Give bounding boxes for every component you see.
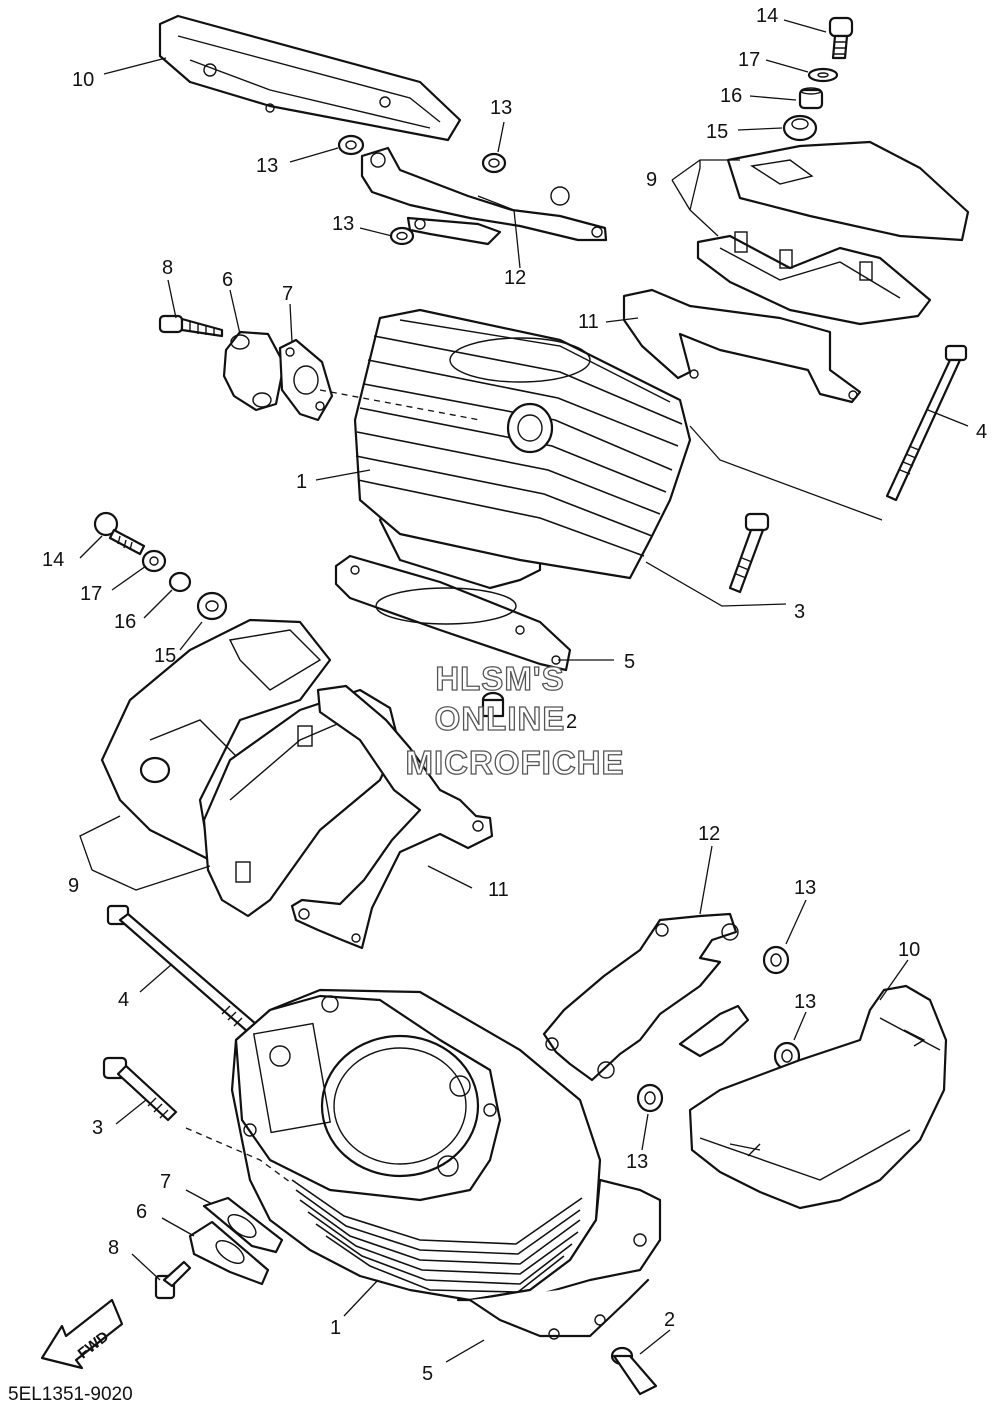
cylinder-1-lower xyxy=(230,988,602,1302)
callout-4: 4 xyxy=(976,421,987,443)
collar-16-top xyxy=(798,87,824,110)
callout-14: 14 xyxy=(756,5,778,27)
watermark-line-2: ONLINE xyxy=(435,700,566,737)
callout-8: 8 xyxy=(108,1237,119,1259)
diagram-code: 5EL1351-9020 xyxy=(8,1384,133,1405)
callout-1: 1 xyxy=(296,471,307,493)
callout-13: 13 xyxy=(794,991,816,1013)
damper-15-lower xyxy=(196,591,228,621)
stud-4-lower xyxy=(106,904,258,1034)
callout-5: 5 xyxy=(624,651,635,673)
callout-10: 10 xyxy=(72,69,94,91)
head-cover-bracket-lower xyxy=(542,912,750,1082)
leader-lines xyxy=(79,19,969,1363)
watermark-line-1: HLSM'S xyxy=(435,660,564,697)
callout-3: 3 xyxy=(794,601,805,623)
callout-13: 13 xyxy=(794,877,816,899)
callout-labels: 14 17 16 15 9 10 13 13 13 12 11 8 6 7 4 … xyxy=(42,5,987,1385)
callout-9: 9 xyxy=(68,875,79,897)
grommet-13-top-right xyxy=(481,152,507,174)
fwd-arrow-icon: FWD xyxy=(40,1298,124,1370)
gasket-5-lower xyxy=(456,1178,662,1340)
callout-16: 16 xyxy=(114,611,136,633)
callout-15: 15 xyxy=(154,645,176,667)
bolt-8-lower xyxy=(154,1260,192,1300)
bolt-3-top xyxy=(728,512,770,594)
cylinder-head-cover-top xyxy=(158,14,462,142)
callout-17: 17 xyxy=(80,583,102,605)
grommet-13-lower-top xyxy=(762,945,790,975)
callout-7: 7 xyxy=(160,1171,171,1193)
callout-16: 16 xyxy=(720,85,742,107)
bolt-3-lower xyxy=(102,1056,178,1122)
grommet-13-lower-bottom xyxy=(636,1083,664,1113)
watermark: HLSM'S ONLINE MICROFICHE xyxy=(405,659,625,781)
grommet-13-top-left xyxy=(337,134,365,156)
gasket-7-top xyxy=(278,338,334,422)
callout-12: 12 xyxy=(698,823,720,845)
callout-7: 7 xyxy=(282,283,293,305)
bolt-14-top xyxy=(828,16,854,60)
callout-12: 12 xyxy=(504,267,526,289)
callout-6: 6 xyxy=(136,1201,147,1223)
callout-2: 2 xyxy=(664,1309,675,1331)
callout-13: 13 xyxy=(256,155,278,177)
gasket-11-top xyxy=(622,288,862,404)
callout-1: 1 xyxy=(330,1317,341,1339)
callout-9: 9 xyxy=(646,169,657,191)
callout-4: 4 xyxy=(118,989,129,1011)
dowel-pin-2-top xyxy=(481,691,505,718)
callout-8: 8 xyxy=(162,257,173,279)
stud-4-top xyxy=(885,344,968,502)
head-cover-bracket-top xyxy=(360,146,608,246)
cover-6-top xyxy=(222,330,286,412)
washer-17-top xyxy=(807,67,839,83)
cylinder-1-top xyxy=(353,308,692,590)
callout-17: 17 xyxy=(738,49,760,71)
collar-16-lower xyxy=(168,571,192,593)
dowel-pin-2-lower xyxy=(610,1346,658,1396)
callout-15: 15 xyxy=(706,121,728,143)
callout-6: 6 xyxy=(222,269,233,291)
gasket-7-lower xyxy=(202,1196,284,1254)
cylinder-head-cover-9-top xyxy=(696,140,970,326)
grommet-13-top-lower xyxy=(389,226,415,246)
callout-11: 11 xyxy=(488,879,509,901)
callout-13: 13 xyxy=(626,1151,648,1173)
callout-13: 13 xyxy=(490,97,512,119)
gasket-5-top xyxy=(334,554,572,672)
watermark-line-3: MICROFICHE xyxy=(406,744,625,781)
bolt-8-top xyxy=(158,314,224,338)
damper-15-top xyxy=(782,114,818,142)
bolt-14-lower xyxy=(93,511,146,556)
callout-3: 3 xyxy=(92,1117,103,1139)
cylinder-head-cover-9-lower xyxy=(100,618,400,918)
cylinder-head-cover-10-lower xyxy=(688,984,948,1210)
washer-17-lower xyxy=(141,549,167,573)
gasket-11-lower xyxy=(290,684,494,950)
callout-13: 13 xyxy=(332,213,354,235)
callout-2: 2 xyxy=(566,711,577,733)
callout-14: 14 xyxy=(42,549,64,571)
callout-11: 11 xyxy=(578,311,599,333)
callout-5: 5 xyxy=(422,1363,433,1385)
cover-6-lower xyxy=(188,1220,270,1286)
callout-10: 10 xyxy=(898,939,920,961)
